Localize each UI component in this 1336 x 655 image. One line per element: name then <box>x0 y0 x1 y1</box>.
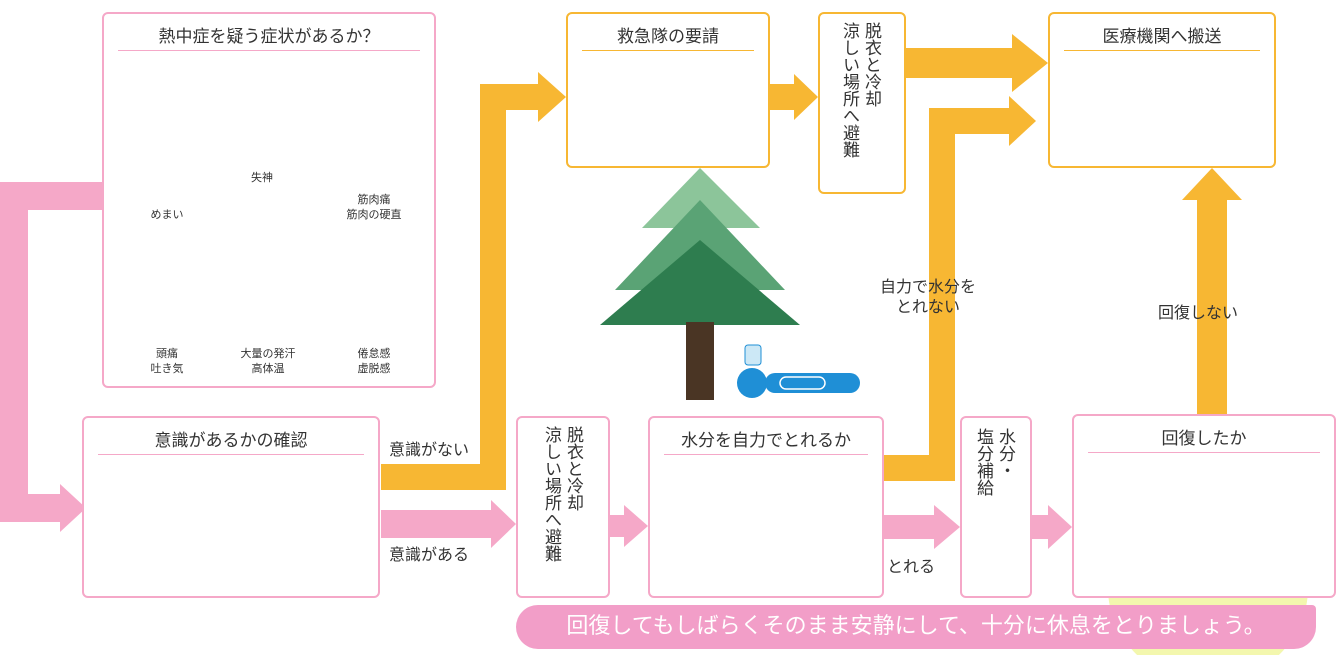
symptom-headache: 頭痛 吐き気 <box>150 347 184 375</box>
symptom-dizziness: めまい <box>150 208 184 221</box>
edge-label-can-drink: とれる <box>887 557 936 576</box>
orange-arrows <box>381 34 1242 490</box>
recovery-box: 回復したか <box>1072 414 1336 598</box>
symptom-fainting: 失神 <box>251 171 273 184</box>
tree-icon <box>600 168 800 400</box>
lying-person-water-icon <box>737 344 860 398</box>
hydration-text: 水分・ 塩分補給 <box>973 428 1015 496</box>
edge-label-cannot-drink: 自力で水分を とれない <box>879 277 976 316</box>
cooling-text-middle: 脱衣と冷却 涼しい場所へ避難 <box>541 426 583 562</box>
symptoms-box: 熱中症を疑う症状があるか？ <box>102 12 436 388</box>
symptom-sweating: 大量の発汗 高体温 <box>240 347 296 375</box>
pink-arrows <box>0 182 1072 549</box>
cooling-box-middle: 脱衣と冷却 涼しい場所へ避難 <box>516 416 610 598</box>
ambulance-request-title: 救急隊の要請 <box>617 27 719 47</box>
drink-check-title: 水分を自力でとれるか <box>681 431 851 451</box>
edge-label-conscious: 意識がある <box>389 545 470 564</box>
hydration-box: 水分・ 塩分補給 <box>960 416 1032 598</box>
cooling-box-top: 脱衣と冷却 涼しい場所へ避難 <box>818 12 906 194</box>
recovery-title: 回復したか <box>1161 429 1247 449</box>
edge-label-not-recovered: 回復しない <box>1158 303 1239 322</box>
rest-note-banner: 回復してもしばらくそのまま安静にして、十分に休息をとりましょう。 <box>516 605 1316 649</box>
drink-check-box: 水分を自力でとれるか <box>648 416 884 598</box>
symptom-muscle-pain: 筋肉痛 筋肉の硬直 <box>346 193 402 221</box>
edge-label-unconscious: 意識がない <box>389 440 470 459</box>
ambulance-request-box: 救急隊の要請 <box>566 12 770 168</box>
symptom-fatigue: 倦怠感 虚脱感 <box>357 347 391 375</box>
consciousness-check-box: 意識があるかの確認 <box>82 416 380 598</box>
hospital-transport-title: 医療機関へ搬送 <box>1102 27 1222 47</box>
symptoms-title: 熱中症を疑う症状があるか？ <box>158 27 380 47</box>
hospital-transport-box: 医療機関へ搬送 <box>1048 12 1276 168</box>
consciousness-check-title: 意識があるかの確認 <box>154 431 308 451</box>
cooling-text-top: 脱衣と冷却 涼しい場所へ避難 <box>839 22 881 158</box>
